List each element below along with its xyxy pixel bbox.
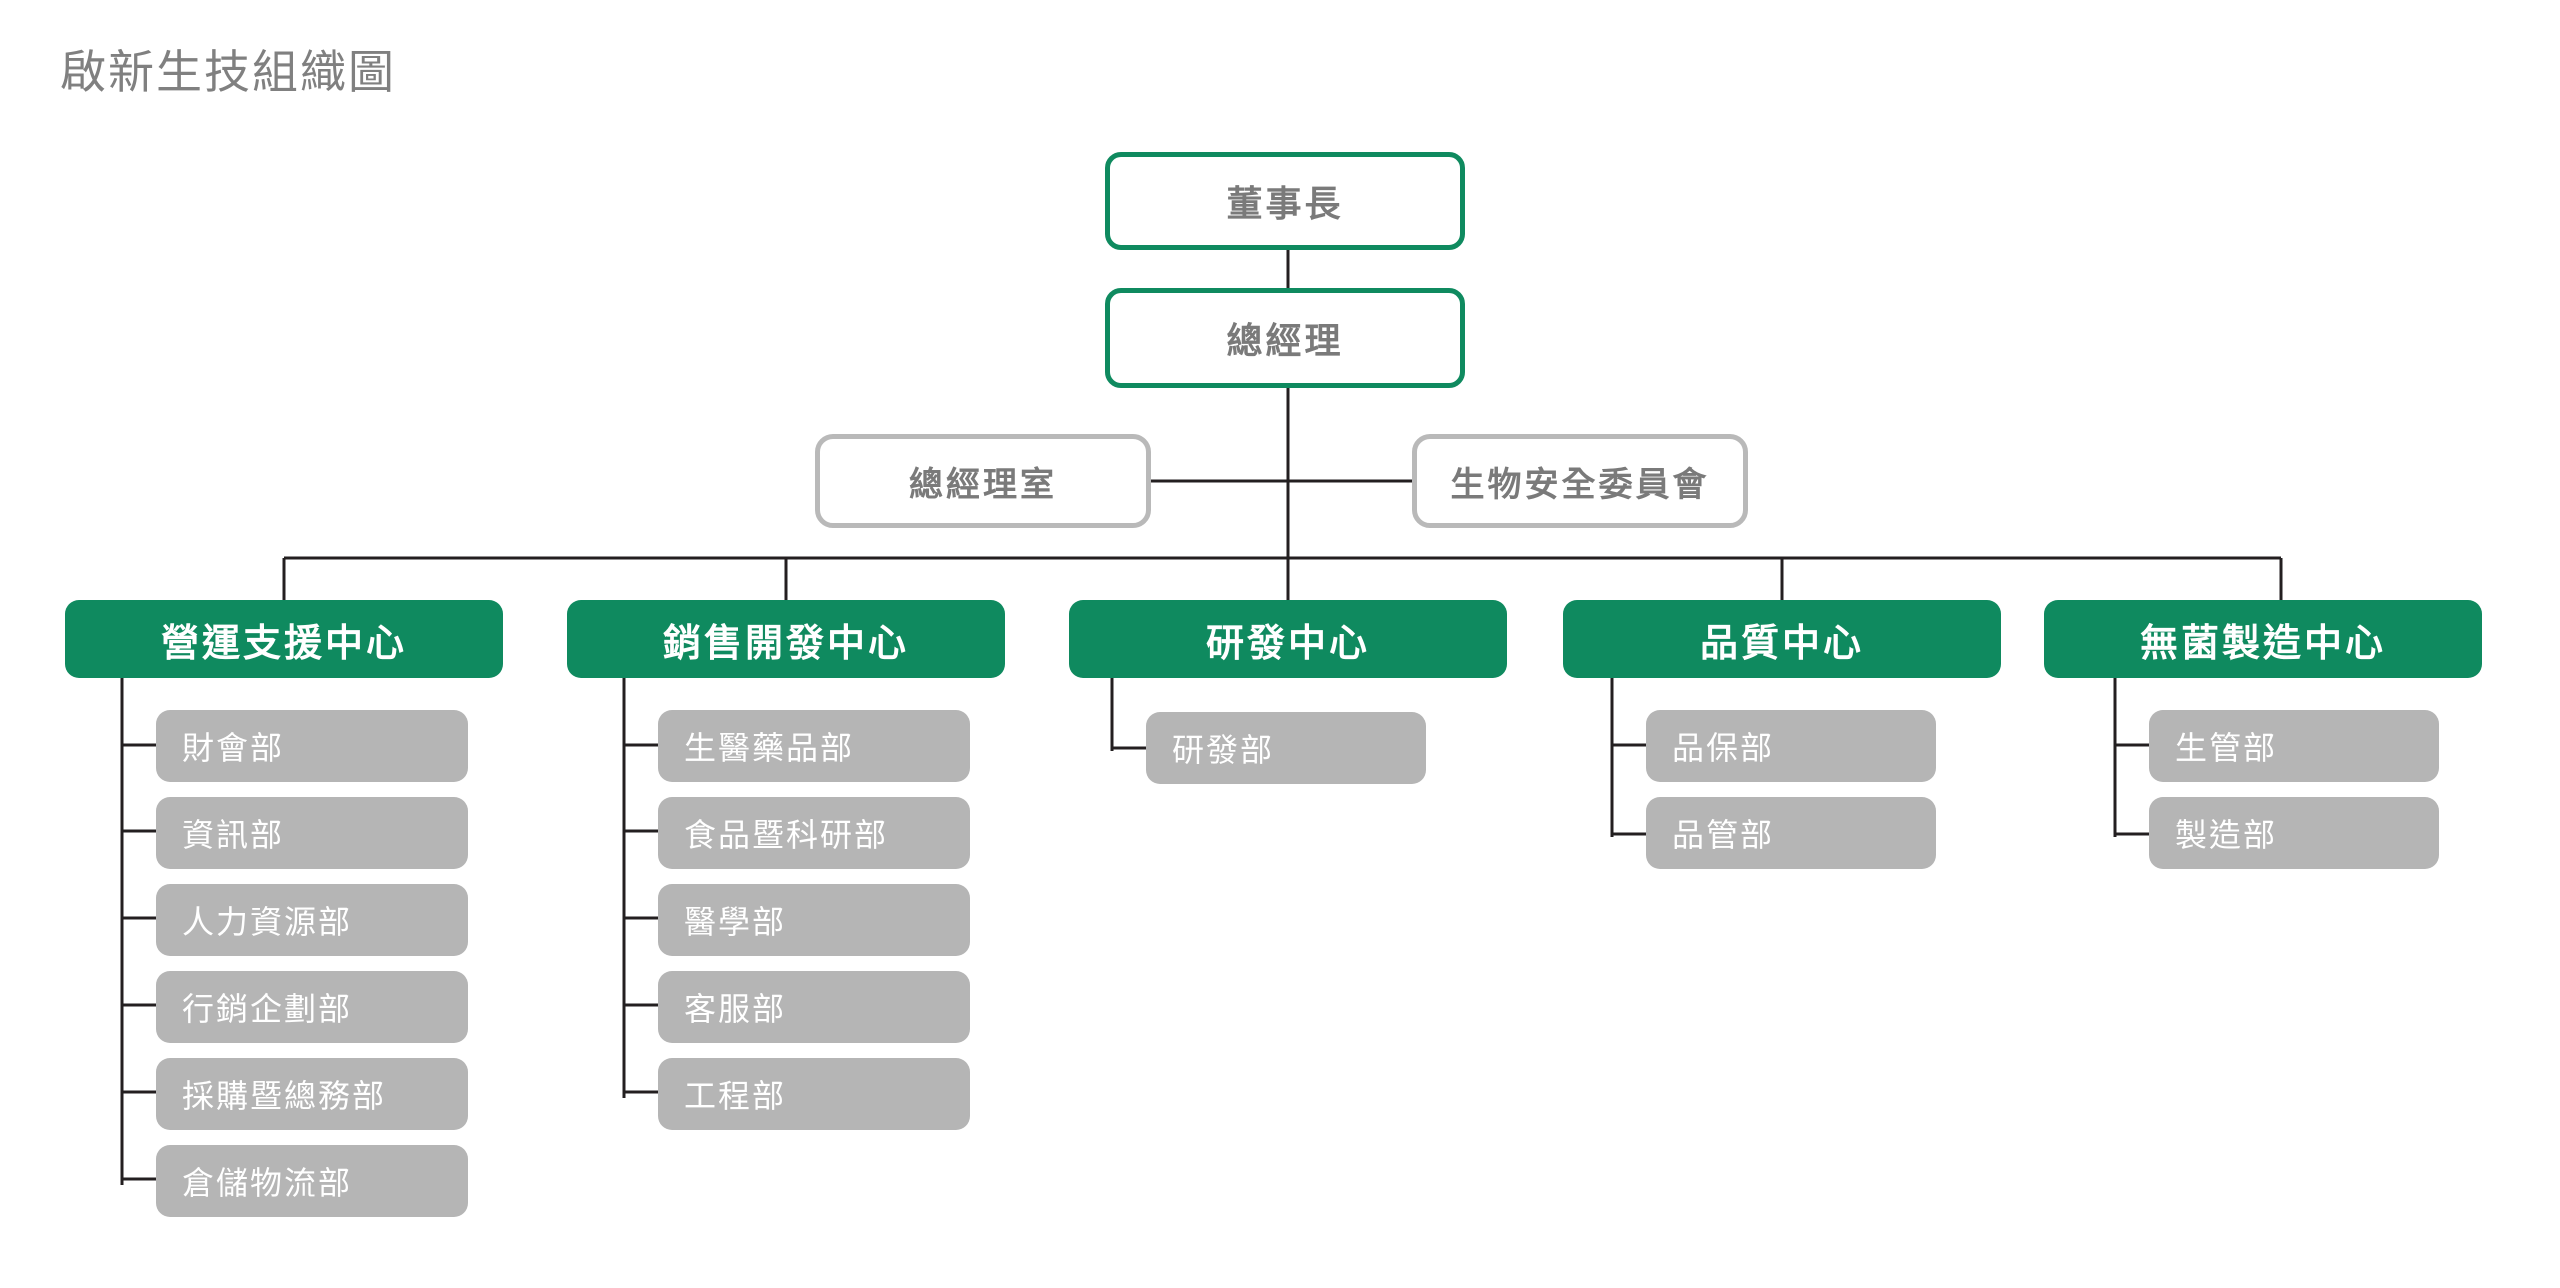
node-dept-label: 資訊部 bbox=[182, 816, 285, 854]
node-biosafety-committee[interactable]: 生物安全委員會 bbox=[1412, 434, 1748, 528]
node-center-4-label: 品質中心 bbox=[1699, 620, 1864, 665]
node-dept-label: 工程部 bbox=[684, 1077, 787, 1115]
node-center-aseptic-manufacturing[interactable]: 無菌製造中心 bbox=[2044, 600, 2482, 678]
node-dept-marketing-planning[interactable]: 行銷企劃部 bbox=[156, 971, 468, 1043]
node-dept-engineering[interactable]: 工程部 bbox=[658, 1058, 970, 1130]
node-biosafety-committee-label: 生物安全委員會 bbox=[1450, 464, 1710, 505]
node-dept-label: 生醫藥品部 bbox=[684, 729, 855, 767]
node-center-2-label: 銷售開發中心 bbox=[662, 620, 909, 665]
node-dept-research-development[interactable]: 研發部 bbox=[1146, 712, 1426, 784]
node-gm-office[interactable]: 總經理室 bbox=[815, 434, 1151, 528]
node-gm-office-label: 總經理室 bbox=[909, 464, 1057, 505]
node-dept-procurement-general-affairs[interactable]: 採購暨總務部 bbox=[156, 1058, 468, 1130]
node-dept-label: 食品暨科研部 bbox=[684, 816, 889, 854]
node-center-rnd[interactable]: 研發中心 bbox=[1069, 600, 1507, 678]
node-dept-label: 品管部 bbox=[1672, 816, 1775, 854]
node-dept-production-control[interactable]: 生管部 bbox=[2149, 710, 2439, 782]
node-chairman[interactable]: 董事長 bbox=[1105, 152, 1465, 250]
node-dept-label: 製造部 bbox=[2175, 816, 2278, 854]
node-dept-medical[interactable]: 醫學部 bbox=[658, 884, 970, 956]
node-dept-finance-accounting[interactable]: 財會部 bbox=[156, 710, 468, 782]
node-dept-quality-control[interactable]: 品管部 bbox=[1646, 797, 1936, 869]
node-dept-label: 研發部 bbox=[1172, 731, 1275, 769]
node-general-manager[interactable]: 總經理 bbox=[1105, 288, 1465, 388]
node-center-3-label: 研發中心 bbox=[1205, 620, 1370, 665]
node-dept-food-research[interactable]: 食品暨科研部 bbox=[658, 797, 970, 869]
node-dept-label: 客服部 bbox=[684, 990, 787, 1028]
node-dept-warehouse-logistics[interactable]: 倉儲物流部 bbox=[156, 1145, 468, 1217]
node-dept-information-technology[interactable]: 資訊部 bbox=[156, 797, 468, 869]
node-center-sales-development[interactable]: 銷售開發中心 bbox=[567, 600, 1005, 678]
node-general-manager-label: 總經理 bbox=[1226, 321, 1344, 362]
node-dept-label: 行銷企劃部 bbox=[182, 990, 353, 1028]
node-dept-label: 財會部 bbox=[182, 729, 285, 767]
node-chairman-label: 董事長 bbox=[1226, 184, 1344, 225]
node-center-5-label: 無菌製造中心 bbox=[2139, 620, 2386, 665]
node-dept-label: 倉儲物流部 bbox=[182, 1164, 353, 1202]
node-dept-label: 人力資源部 bbox=[182, 903, 353, 941]
node-dept-customer-service[interactable]: 客服部 bbox=[658, 971, 970, 1043]
node-dept-quality-assurance[interactable]: 品保部 bbox=[1646, 710, 1936, 782]
node-dept-human-resources[interactable]: 人力資源部 bbox=[156, 884, 468, 956]
node-dept-label: 醫學部 bbox=[684, 903, 787, 941]
node-dept-manufacturing[interactable]: 製造部 bbox=[2149, 797, 2439, 869]
node-dept-label: 品保部 bbox=[1672, 729, 1775, 767]
node-center-operations-support[interactable]: 營運支援中心 bbox=[65, 600, 503, 678]
node-dept-label: 生管部 bbox=[2175, 729, 2278, 767]
node-center-1-label: 營運支援中心 bbox=[160, 620, 407, 665]
page-title: 啟新生技組織圖 bbox=[60, 45, 396, 99]
node-center-quality[interactable]: 品質中心 bbox=[1563, 600, 2001, 678]
node-dept-label: 採購暨總務部 bbox=[182, 1077, 387, 1115]
node-dept-biomedical-pharma[interactable]: 生醫藥品部 bbox=[658, 710, 970, 782]
